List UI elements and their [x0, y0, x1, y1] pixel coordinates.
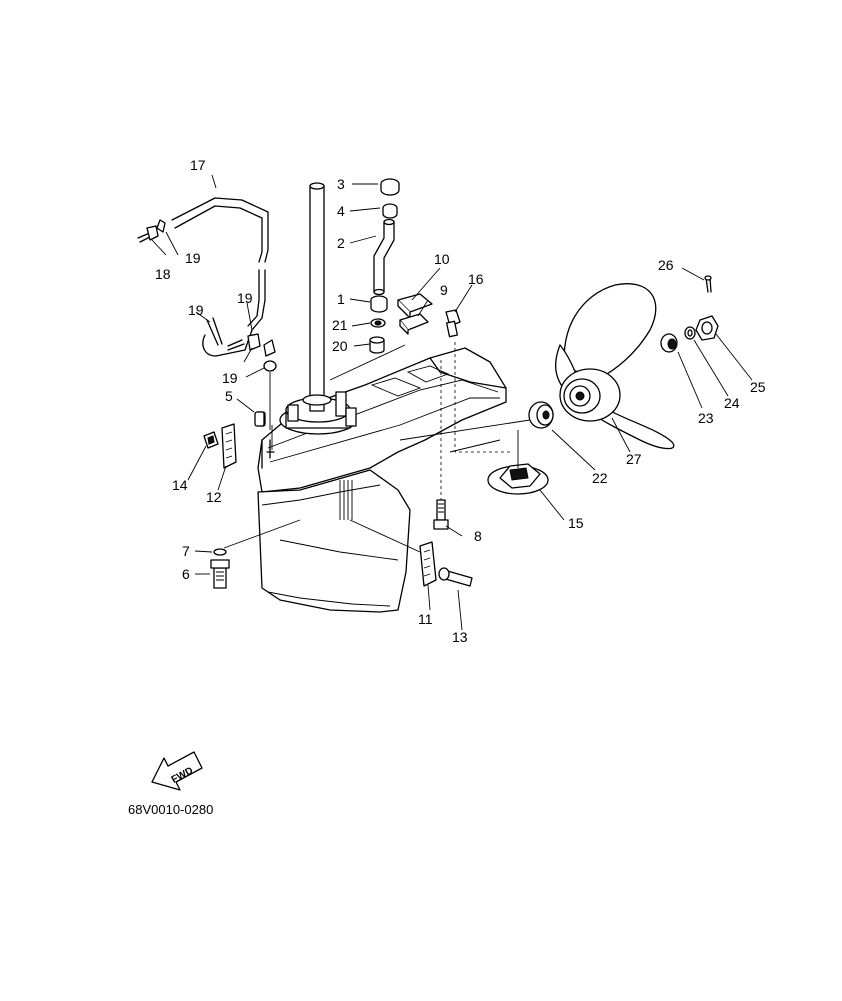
callout-9: 9 [440, 282, 448, 298]
callout-20: 20 [332, 338, 348, 354]
callout-13: 13 [452, 629, 468, 645]
anodes [203, 423, 473, 587]
callout-17: 17 [190, 157, 206, 173]
shims [397, 293, 433, 335]
callout-2: 2 [337, 235, 345, 251]
callout-22: 22 [592, 470, 608, 486]
callout-1: 1 [337, 291, 345, 307]
callout-19-left: 19 [188, 302, 204, 318]
callout-11: 11 [418, 611, 433, 627]
callout-24: 24 [724, 395, 740, 411]
hose-assembly [137, 197, 277, 372]
callout-15: 15 [568, 515, 584, 531]
callout-leaders [151, 174, 753, 631]
callout-19-lower: 19 [222, 370, 238, 386]
forward-direction-arrow: FWD [151, 751, 203, 791]
callout-8: 8 [474, 528, 482, 544]
callout-25: 25 [750, 379, 766, 395]
lower-case-housing [255, 182, 507, 613]
trim-tab [487, 463, 549, 495]
callout-6: 6 [182, 566, 190, 582]
callout-numbers: 1 2 3 4 5 6 7 8 9 10 11 12 13 14 15 16 1… [155, 157, 766, 645]
callout-12: 12 [206, 489, 222, 505]
callout-7: 7 [182, 543, 190, 559]
callout-3: 3 [337, 176, 345, 192]
callout-18: 18 [155, 266, 171, 282]
callout-21: 21 [332, 317, 348, 333]
callout-23: 23 [698, 410, 714, 426]
callout-26: 26 [658, 257, 674, 273]
callout-4: 4 [337, 203, 345, 219]
callout-27: 27 [626, 451, 642, 467]
callout-10: 10 [434, 251, 450, 267]
callout-5: 5 [225, 388, 233, 404]
callout-14: 14 [172, 477, 188, 493]
assembly-lines [223, 342, 531, 553]
callout-19-upper: 19 [185, 250, 201, 266]
callout-16: 16 [468, 271, 484, 287]
callout-19-middle: 19 [237, 290, 253, 306]
propeller [528, 275, 719, 450]
drawing-code: 68V0010-0280 [128, 802, 213, 817]
